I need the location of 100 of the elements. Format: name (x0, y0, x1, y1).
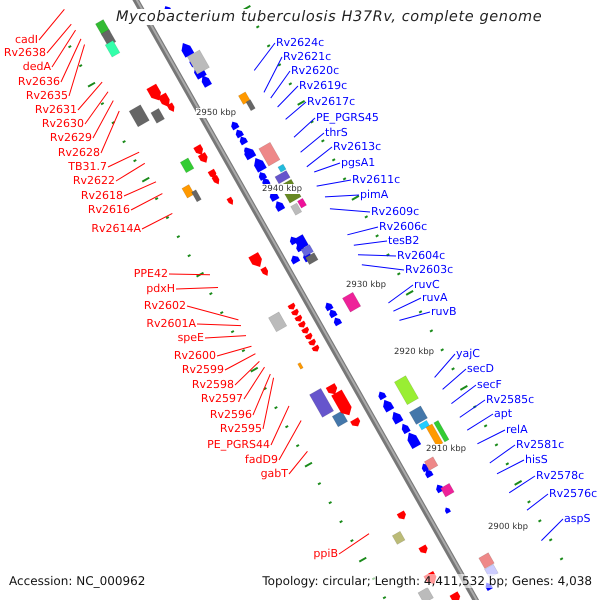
gene-label: Rv2609c (371, 205, 420, 219)
gene-label: Rv2620c (291, 64, 340, 78)
gene-label: Rv2630 (42, 117, 84, 131)
leader-line (68, 44, 86, 96)
leader-line (84, 91, 109, 124)
leader-line (262, 377, 274, 430)
gene-label: ruvA (422, 291, 448, 305)
genome-summary-text: Topology: circular; Length: 4,411,532 bp; Genes: 4,038 (262, 574, 592, 588)
scale-label: 2940 kbp (262, 184, 302, 194)
gene-label: Rv2599 (182, 363, 224, 377)
leader-line (314, 162, 340, 172)
leader-line (204, 335, 247, 338)
gene-label: dedA (22, 60, 51, 74)
leader-line (176, 286, 218, 290)
gene-label: Rv2621c (283, 50, 332, 64)
gene-label: Rv2618 (80, 189, 123, 203)
leader-line (78, 82, 103, 110)
leader-line (496, 460, 524, 474)
gene-label: Rv2606c (379, 220, 428, 234)
leader-line (434, 354, 456, 378)
gene-label: Rv2585c (486, 393, 534, 407)
leader-line (466, 414, 494, 431)
gene-label: secF (477, 378, 502, 392)
gene-label: Rv2604c (397, 249, 446, 263)
gene-label: PPE42 (134, 267, 168, 281)
scale-label: 2930 kbp (346, 280, 386, 290)
gene-label: cadI (14, 33, 38, 47)
leader-line (254, 42, 276, 71)
gene-label: Rv2635 (26, 89, 68, 103)
leader-line (52, 30, 76, 68)
gene-label: TB31.7 (68, 160, 107, 174)
gene-label: Rv2614A (91, 222, 141, 236)
leader-line (224, 353, 256, 370)
gene-label: pdxH (146, 282, 175, 296)
leader-line (285, 102, 306, 120)
leader-line (116, 162, 146, 182)
gene-label: Rv2578c (536, 469, 584, 483)
leader-line (288, 450, 308, 474)
gene-label: Rv2619c (299, 79, 348, 93)
leader-line (124, 181, 157, 196)
gene-label: apt (494, 407, 512, 421)
gene-label: PE_PGRS45 (316, 111, 379, 125)
gene-label: Rv2595 (220, 422, 262, 436)
gene-label: Rv2622 (72, 174, 115, 188)
gene-label: relA (506, 423, 528, 437)
leader-line (388, 284, 414, 304)
gene-label: ruvC (414, 278, 440, 292)
gene-label: thrS (325, 126, 348, 140)
gene-label: Rv2613c (333, 140, 382, 154)
gene-label: Rv2617c (307, 95, 356, 109)
gene-label: yajC (456, 347, 480, 361)
gene-label: pimA (360, 188, 388, 202)
gene-label: gabT (260, 467, 288, 481)
leader-line (92, 100, 114, 138)
leader-line (398, 312, 430, 321)
gene-label: Rv2611c (352, 173, 400, 187)
gene-label: pgsA1 (341, 156, 376, 170)
leader-line (459, 400, 486, 418)
gene-label: secD (467, 362, 494, 376)
leader-line (476, 430, 506, 444)
leader-line (294, 118, 316, 138)
gene-label: Rv2636 (18, 75, 60, 89)
gene-label: Rv2598 (192, 378, 234, 392)
leader-line (60, 38, 82, 82)
leader-line (270, 405, 290, 446)
leader-line (508, 476, 536, 494)
gene-label: Rv2638 (4, 46, 46, 60)
gene-label: aspS (564, 512, 590, 526)
leader-line (353, 240, 388, 246)
leader-line (270, 70, 290, 99)
leader-line (277, 86, 298, 108)
gene-label: Rv2602 (144, 299, 186, 313)
leader-line (196, 324, 242, 326)
leader-line (540, 518, 564, 542)
gene-label: PE_PGRS44 (207, 438, 270, 452)
leader-line (442, 368, 466, 390)
gene-label: speE (178, 331, 204, 345)
gene-label: Rv2597 (200, 392, 243, 406)
leader-line (244, 366, 265, 400)
leader-line (100, 110, 120, 154)
leader-line (186, 306, 239, 320)
gene-label: Rv2631 (34, 103, 77, 117)
scale-label: 2950 kbp (196, 108, 236, 118)
gene-label: Rv2603c (405, 263, 454, 277)
gene-label: Rv2616 (88, 203, 130, 217)
leader-line (216, 346, 252, 356)
leader-line (450, 384, 476, 404)
accession-text: Accession: NC_000962 (9, 574, 146, 588)
leader-line (392, 298, 422, 312)
leader-line (329, 208, 370, 212)
leader-line (142, 212, 173, 230)
leader-line (361, 264, 404, 270)
leader-line (526, 494, 548, 511)
leader-line (234, 360, 260, 386)
gene-label: Rv2601A (146, 317, 196, 331)
gene-label: fadD9 (244, 453, 278, 467)
leader-line (263, 56, 282, 93)
leader-line (38, 8, 65, 40)
leader-line (108, 152, 140, 168)
leader-line (130, 193, 163, 210)
